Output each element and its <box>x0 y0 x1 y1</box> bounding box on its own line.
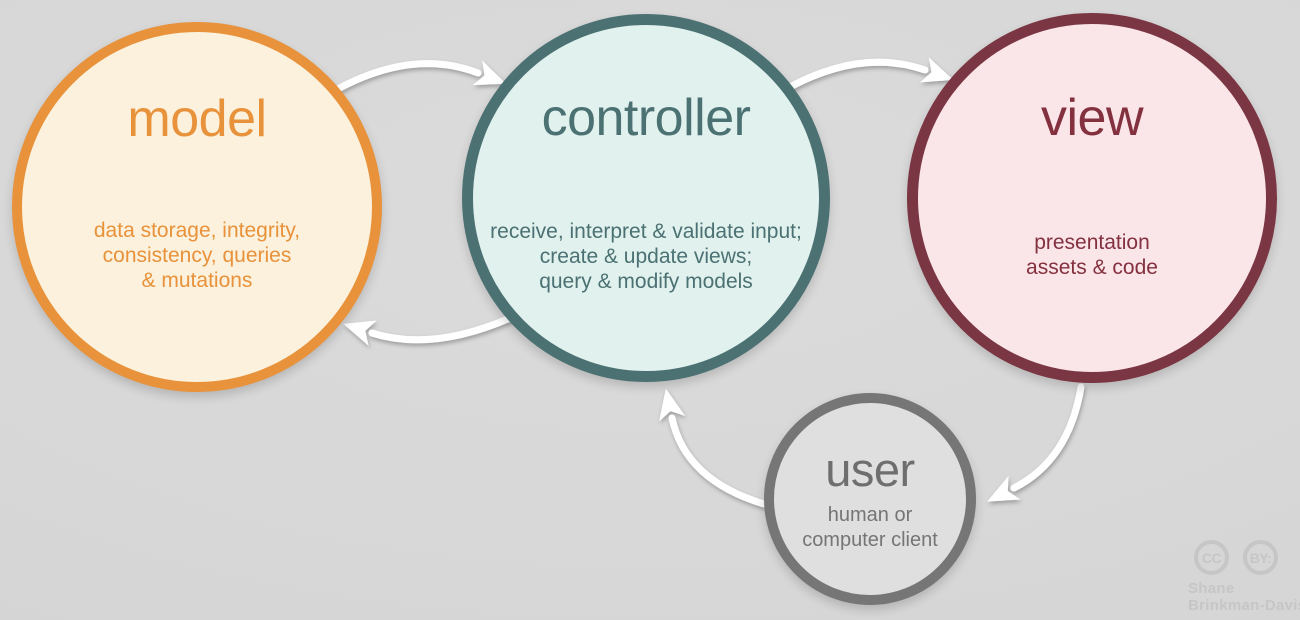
user-description: human or computer client <box>802 504 938 551</box>
view-node: view presentation assets & code <box>907 13 1277 383</box>
arrow-controller-to-view <box>784 57 954 92</box>
controller-node: controller receive, interpret & validate… <box>462 14 830 382</box>
license-watermark: CC BY: Shane Brinkman-Davis <box>1186 540 1300 615</box>
attribution-line2: Brinkman-Davis <box>1188 597 1300 614</box>
controller-description: receive, interpret & validate input; cre… <box>490 220 802 293</box>
view-description: presentation assets & code <box>1026 231 1158 279</box>
user-title: user <box>825 443 915 496</box>
model-description: data storage, integrity, consistency, qu… <box>93 219 301 292</box>
model-title: model <box>127 90 267 148</box>
user-node: user human or computer client <box>764 393 976 605</box>
arrow-model-to-controller <box>332 60 507 94</box>
cc-icon: CC <box>1194 540 1229 575</box>
by-icon: BY: <box>1243 540 1278 575</box>
arrow-user-to-controller <box>659 388 768 508</box>
attribution-line1: Shane <box>1188 580 1235 597</box>
attribution-text: Shane Brinkman-Davis <box>1188 580 1300 614</box>
by-label: BY: <box>1249 549 1272 566</box>
arrow-view-to-user <box>987 383 1085 502</box>
view-title: view <box>1040 89 1144 147</box>
controller-title: controller <box>541 89 751 147</box>
model-node: model data storage, integrity, consisten… <box>12 22 382 392</box>
cc-label: CC <box>1201 549 1222 566</box>
arrow-controller-to-model <box>343 314 514 346</box>
